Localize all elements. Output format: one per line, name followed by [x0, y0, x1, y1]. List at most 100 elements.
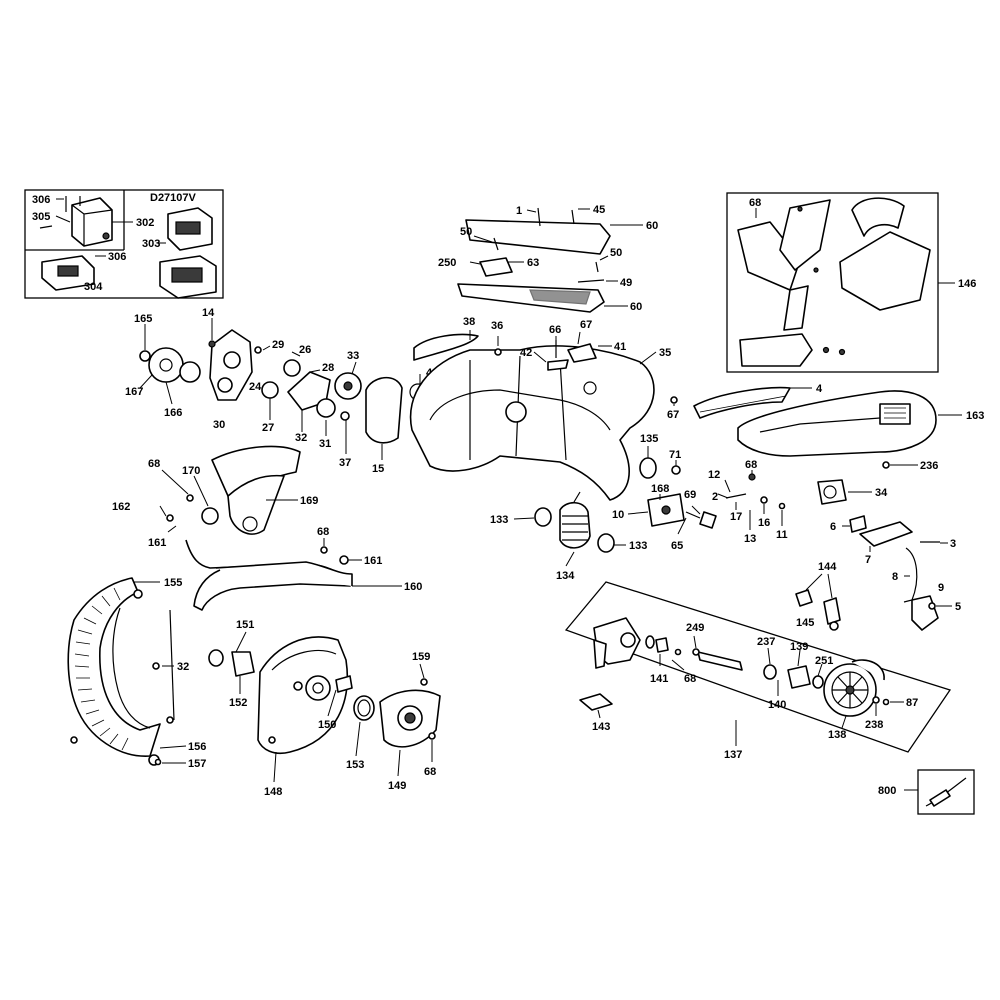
label-161-a: 161	[148, 537, 166, 549]
screw-36	[494, 348, 502, 356]
label-68-f: 68	[684, 673, 696, 685]
bearing-133-right	[597, 533, 615, 553]
label-49: 49	[620, 277, 632, 289]
label-152: 152	[229, 697, 247, 709]
label-71: 71	[669, 449, 681, 461]
screw-157	[154, 758, 162, 766]
screw-45	[571, 209, 575, 225]
label-236: 236	[920, 460, 938, 472]
clip-6	[849, 515, 867, 533]
label-135: 135	[640, 433, 658, 445]
elbow-fitting	[851, 197, 905, 237]
link-141	[655, 637, 669, 653]
belt-housing-group: 4 163 236	[693, 383, 984, 472]
label-145: 145	[796, 617, 814, 629]
gasket-15	[365, 376, 403, 444]
label-13: 13	[744, 533, 756, 545]
plate-28	[287, 371, 331, 411]
label-17: 17	[730, 511, 742, 523]
bushing-71	[671, 465, 681, 475]
label-146: 146	[958, 278, 976, 290]
label-1: 1	[516, 205, 522, 217]
label-148: 148	[264, 786, 282, 798]
washer-238	[872, 696, 880, 704]
gear-26	[283, 359, 301, 377]
label-26: 26	[299, 344, 311, 356]
chute-right	[839, 231, 931, 311]
small-parts-right: 67 135 71 168 10 69 65 68 12 2 17 13 16 …	[612, 396, 961, 631]
bearing-251	[812, 675, 824, 689]
bearing-141	[645, 635, 655, 649]
label-237: 237	[757, 636, 775, 648]
label-150: 150	[318, 719, 336, 731]
screw-67	[670, 396, 678, 404]
label-306-b: 306	[108, 251, 126, 263]
label-50-b: 50	[610, 247, 622, 259]
bearing-166b	[179, 361, 201, 383]
label-4: 4	[816, 383, 823, 395]
bearing-27	[261, 381, 279, 399]
label-169: 169	[300, 495, 318, 507]
gear-31	[316, 398, 336, 418]
label-137: 137	[724, 749, 742, 761]
inset-dust-chute-146: 68 146	[726, 192, 976, 373]
guard-linkage-group: 68 170 169 162 161 161 68 160	[112, 445, 422, 611]
arm-casting-group: 38 36 66 67 41 42 35	[409, 316, 671, 501]
brush-144-b	[823, 597, 841, 625]
gearbox-group: 165 167 166 14 30 29 26 24 28 27 32 31 3…	[125, 307, 438, 475]
label-163: 163	[966, 410, 984, 422]
label-167: 167	[125, 386, 143, 398]
knob-69	[699, 511, 717, 529]
label-31: 31	[319, 438, 331, 450]
label-251: 251	[815, 655, 833, 667]
label-35: 35	[659, 347, 671, 359]
guard-plate-148	[257, 636, 349, 755]
chute-plate	[783, 285, 809, 331]
washer-237	[763, 664, 777, 680]
screw-143	[579, 693, 613, 711]
label-29: 29	[272, 339, 284, 351]
label-3: 3	[950, 538, 956, 550]
screw-68-170	[186, 494, 194, 502]
screw-143-group: 143	[579, 693, 613, 733]
bushing-151	[208, 649, 224, 667]
label-67-b: 67	[667, 409, 679, 421]
label-5: 5	[955, 601, 961, 613]
ring-153	[353, 695, 375, 721]
label-800: 800	[878, 785, 896, 797]
label-33: 33	[347, 350, 359, 362]
label-38: 38	[463, 316, 475, 328]
bearing-135	[639, 457, 657, 479]
label-68-b: 68	[745, 459, 757, 471]
label-143: 143	[592, 721, 610, 733]
label-8: 8	[892, 571, 898, 583]
label-6: 6	[830, 521, 836, 533]
label-156: 156	[188, 741, 206, 753]
screw-11	[778, 502, 786, 510]
label-34: 34	[875, 487, 888, 499]
label-28: 28	[322, 362, 334, 374]
label-162: 162	[112, 501, 130, 513]
label-303: 303	[142, 238, 160, 250]
label-133-a: 133	[490, 514, 508, 526]
washer-16	[760, 496, 768, 504]
label-302: 302	[136, 217, 154, 229]
label-68-d: 68	[317, 526, 329, 538]
label-305: 305	[32, 211, 50, 223]
label-37: 37	[339, 457, 351, 469]
fan-139	[787, 665, 811, 689]
label-15: 15	[372, 463, 384, 475]
inset-d27107v: D27107V 306 305 302 306 303 304	[24, 189, 224, 299]
label-67-a: 67	[580, 319, 592, 331]
label-161-b: 161	[364, 555, 382, 567]
label-30: 30	[213, 419, 225, 431]
cover-38	[413, 333, 479, 361]
label-63: 63	[527, 257, 539, 269]
chute-upper	[779, 199, 831, 271]
lower-guard-group: 155 32 156 157	[67, 577, 206, 770]
label-306-a: 306	[32, 194, 50, 206]
label-133-b: 133	[629, 540, 647, 552]
screw-162	[166, 514, 174, 522]
label-68-c: 68	[148, 458, 160, 470]
label-168: 168	[651, 483, 669, 495]
